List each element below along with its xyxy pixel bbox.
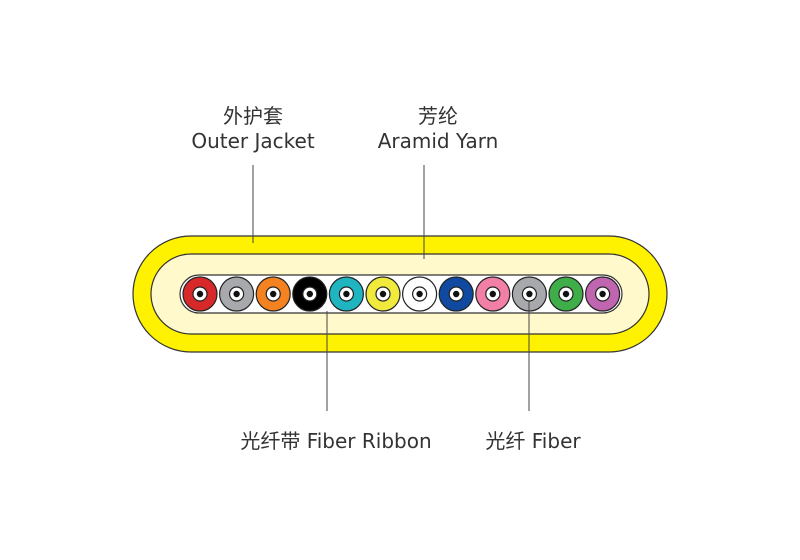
ribbon-label: 光纤带 Fiber Ribbon: [240, 429, 432, 453]
fibers-group: [182, 276, 621, 312]
fiber-4-core: [306, 290, 313, 298]
aramid-label-en: Aramid Yarn: [377, 129, 499, 153]
fiber-ribbon: [179, 274, 623, 314]
fiber-8-core: [453, 290, 460, 298]
outer-jacket-label-cn: 外护套: [223, 104, 283, 128]
fiber-5-core: [343, 290, 350, 298]
fiber-label: 光纤 Fiber: [485, 429, 581, 453]
fiber-11-core: [562, 290, 570, 298]
fiber-7-core: [416, 290, 423, 298]
aramid-label-cn: 芳纶: [418, 104, 458, 128]
fiber-6-core: [379, 290, 387, 298]
fiber-9-core: [489, 290, 496, 298]
fiber-2-core: [233, 290, 240, 298]
fiber-10-core: [526, 290, 533, 298]
fiber-1-core: [196, 290, 204, 298]
outer-jacket-label-en: Outer Jacket: [191, 129, 315, 153]
fiber-3-core: [270, 290, 277, 298]
fiber-12-core: [599, 290, 606, 298]
